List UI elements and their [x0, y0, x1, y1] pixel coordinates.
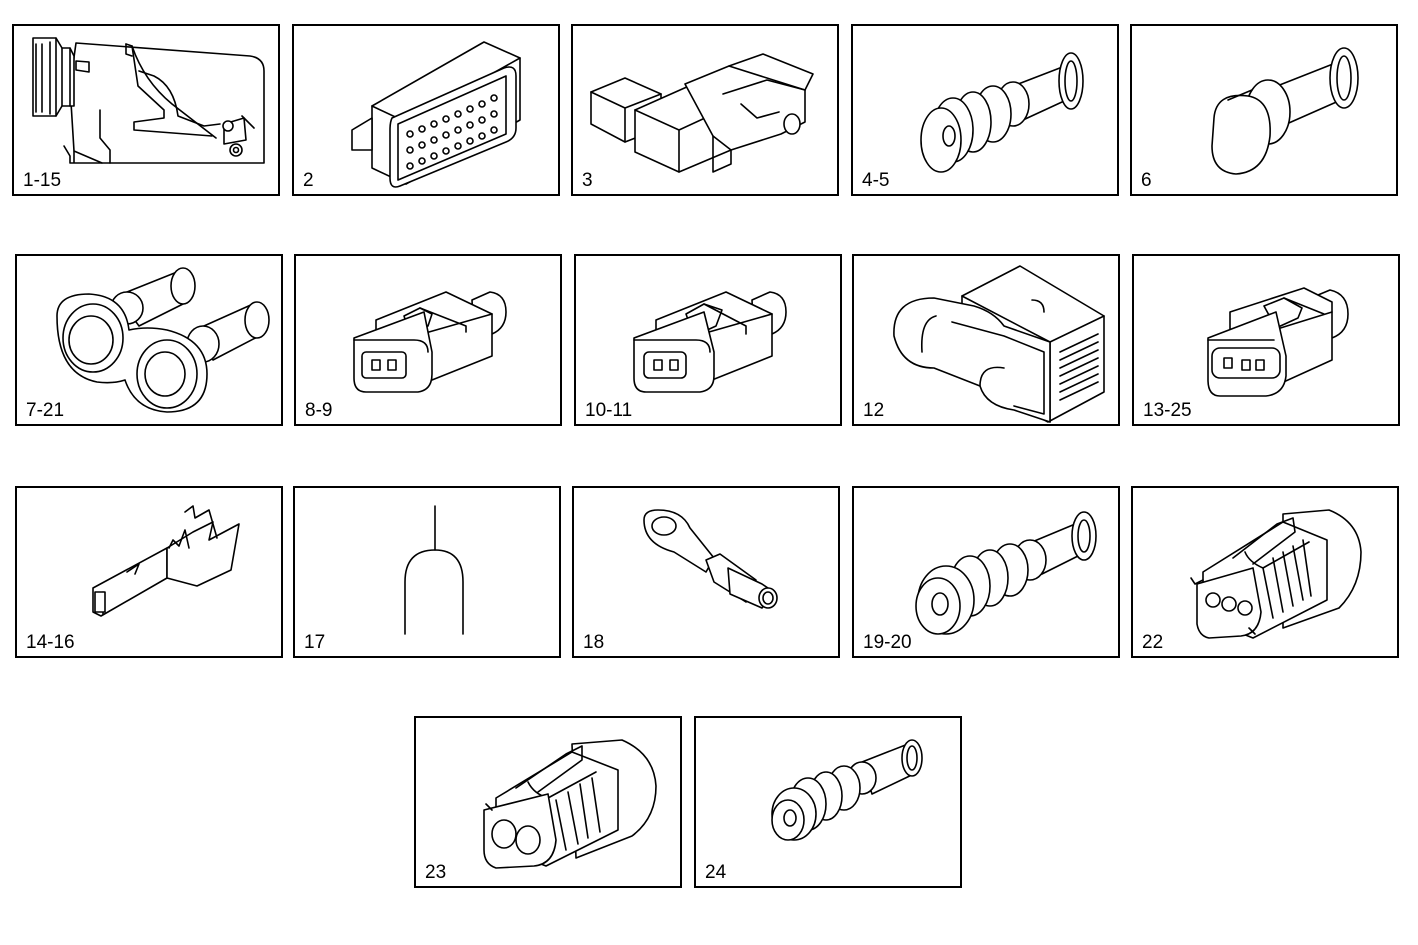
part-number-label: 1-15	[23, 170, 62, 191]
part-number-label: 13-25	[1143, 400, 1192, 421]
part-panel-18[interactable]: 18	[572, 486, 840, 658]
part-panel-2[interactable]: 2	[292, 24, 560, 196]
three-pin-connector-icon	[1207, 287, 1349, 397]
part-number-label: 3	[582, 170, 593, 191]
part-panel-14-16[interactable]: 14-16	[15, 486, 283, 658]
part-panel-17[interactable]: 17	[293, 486, 561, 658]
part-panel-6[interactable]: 6	[1130, 24, 1398, 196]
part-panel-4-5[interactable]: 4-5	[851, 24, 1119, 196]
part-number-label: 23	[425, 862, 447, 883]
part-number-label: 7-21	[26, 400, 65, 421]
part-panel-13-25[interactable]: 13-25	[1132, 254, 1400, 426]
part-number-label: 2	[303, 170, 314, 191]
twin-boot-icon	[56, 267, 270, 413]
part-panel-8-9[interactable]: 8-9	[294, 254, 562, 426]
ring-terminal-icon	[643, 509, 778, 609]
pin-holes	[406, 94, 498, 170]
part-panel-12[interactable]: 12	[852, 254, 1120, 426]
inline-connector-icon	[590, 53, 814, 173]
part-number-label: 8-9	[305, 400, 333, 421]
part-number-label: 6	[1141, 170, 1152, 191]
part-number-label: 19-20	[863, 632, 912, 653]
part-panel-7-21[interactable]: 7-21	[15, 254, 283, 426]
two-pin-connector-icon	[353, 291, 507, 393]
part-number-label: 18	[583, 632, 605, 653]
part-number-label: 24	[705, 862, 727, 883]
part-panel-22[interactable]: 22	[1131, 486, 1399, 658]
part-number-label: 4-5	[862, 170, 890, 191]
crimp-terminal-icon	[92, 505, 240, 617]
grille-icon	[1059, 333, 1099, 401]
wire-seal-icon	[771, 739, 923, 841]
cavity-plug-icon	[1211, 47, 1359, 175]
part-number-label: 17	[304, 632, 326, 653]
part-panel-1-15[interactable]: 1-15	[12, 24, 280, 196]
part-panel-23[interactable]: 23	[414, 716, 682, 888]
part-number-label: 22	[1142, 632, 1164, 653]
wire-seal-icon	[920, 52, 1084, 173]
part-number-label: 10-11	[585, 400, 633, 421]
angled-connector-icon	[893, 265, 1105, 423]
ecu-connector-housing-icon	[32, 37, 265, 164]
cable-tie-loop-icon	[404, 505, 464, 635]
part-panel-10-11[interactable]: 10-11	[574, 254, 842, 426]
part-panel-19-20[interactable]: 19-20	[852, 486, 1120, 658]
three-way-sealed-connector-icon	[1190, 509, 1362, 639]
part-panel-24[interactable]: 24	[694, 716, 962, 888]
two-pin-connector-icon	[633, 291, 787, 393]
part-number-label: 12	[863, 400, 885, 421]
wire-seal-icon	[915, 511, 1097, 635]
part-number-label: 14-16	[26, 632, 75, 653]
two-way-sealed-connector-icon	[483, 739, 657, 869]
part-panel-3[interactable]: 3	[571, 24, 839, 196]
multipin-connector-icon	[351, 41, 521, 188]
